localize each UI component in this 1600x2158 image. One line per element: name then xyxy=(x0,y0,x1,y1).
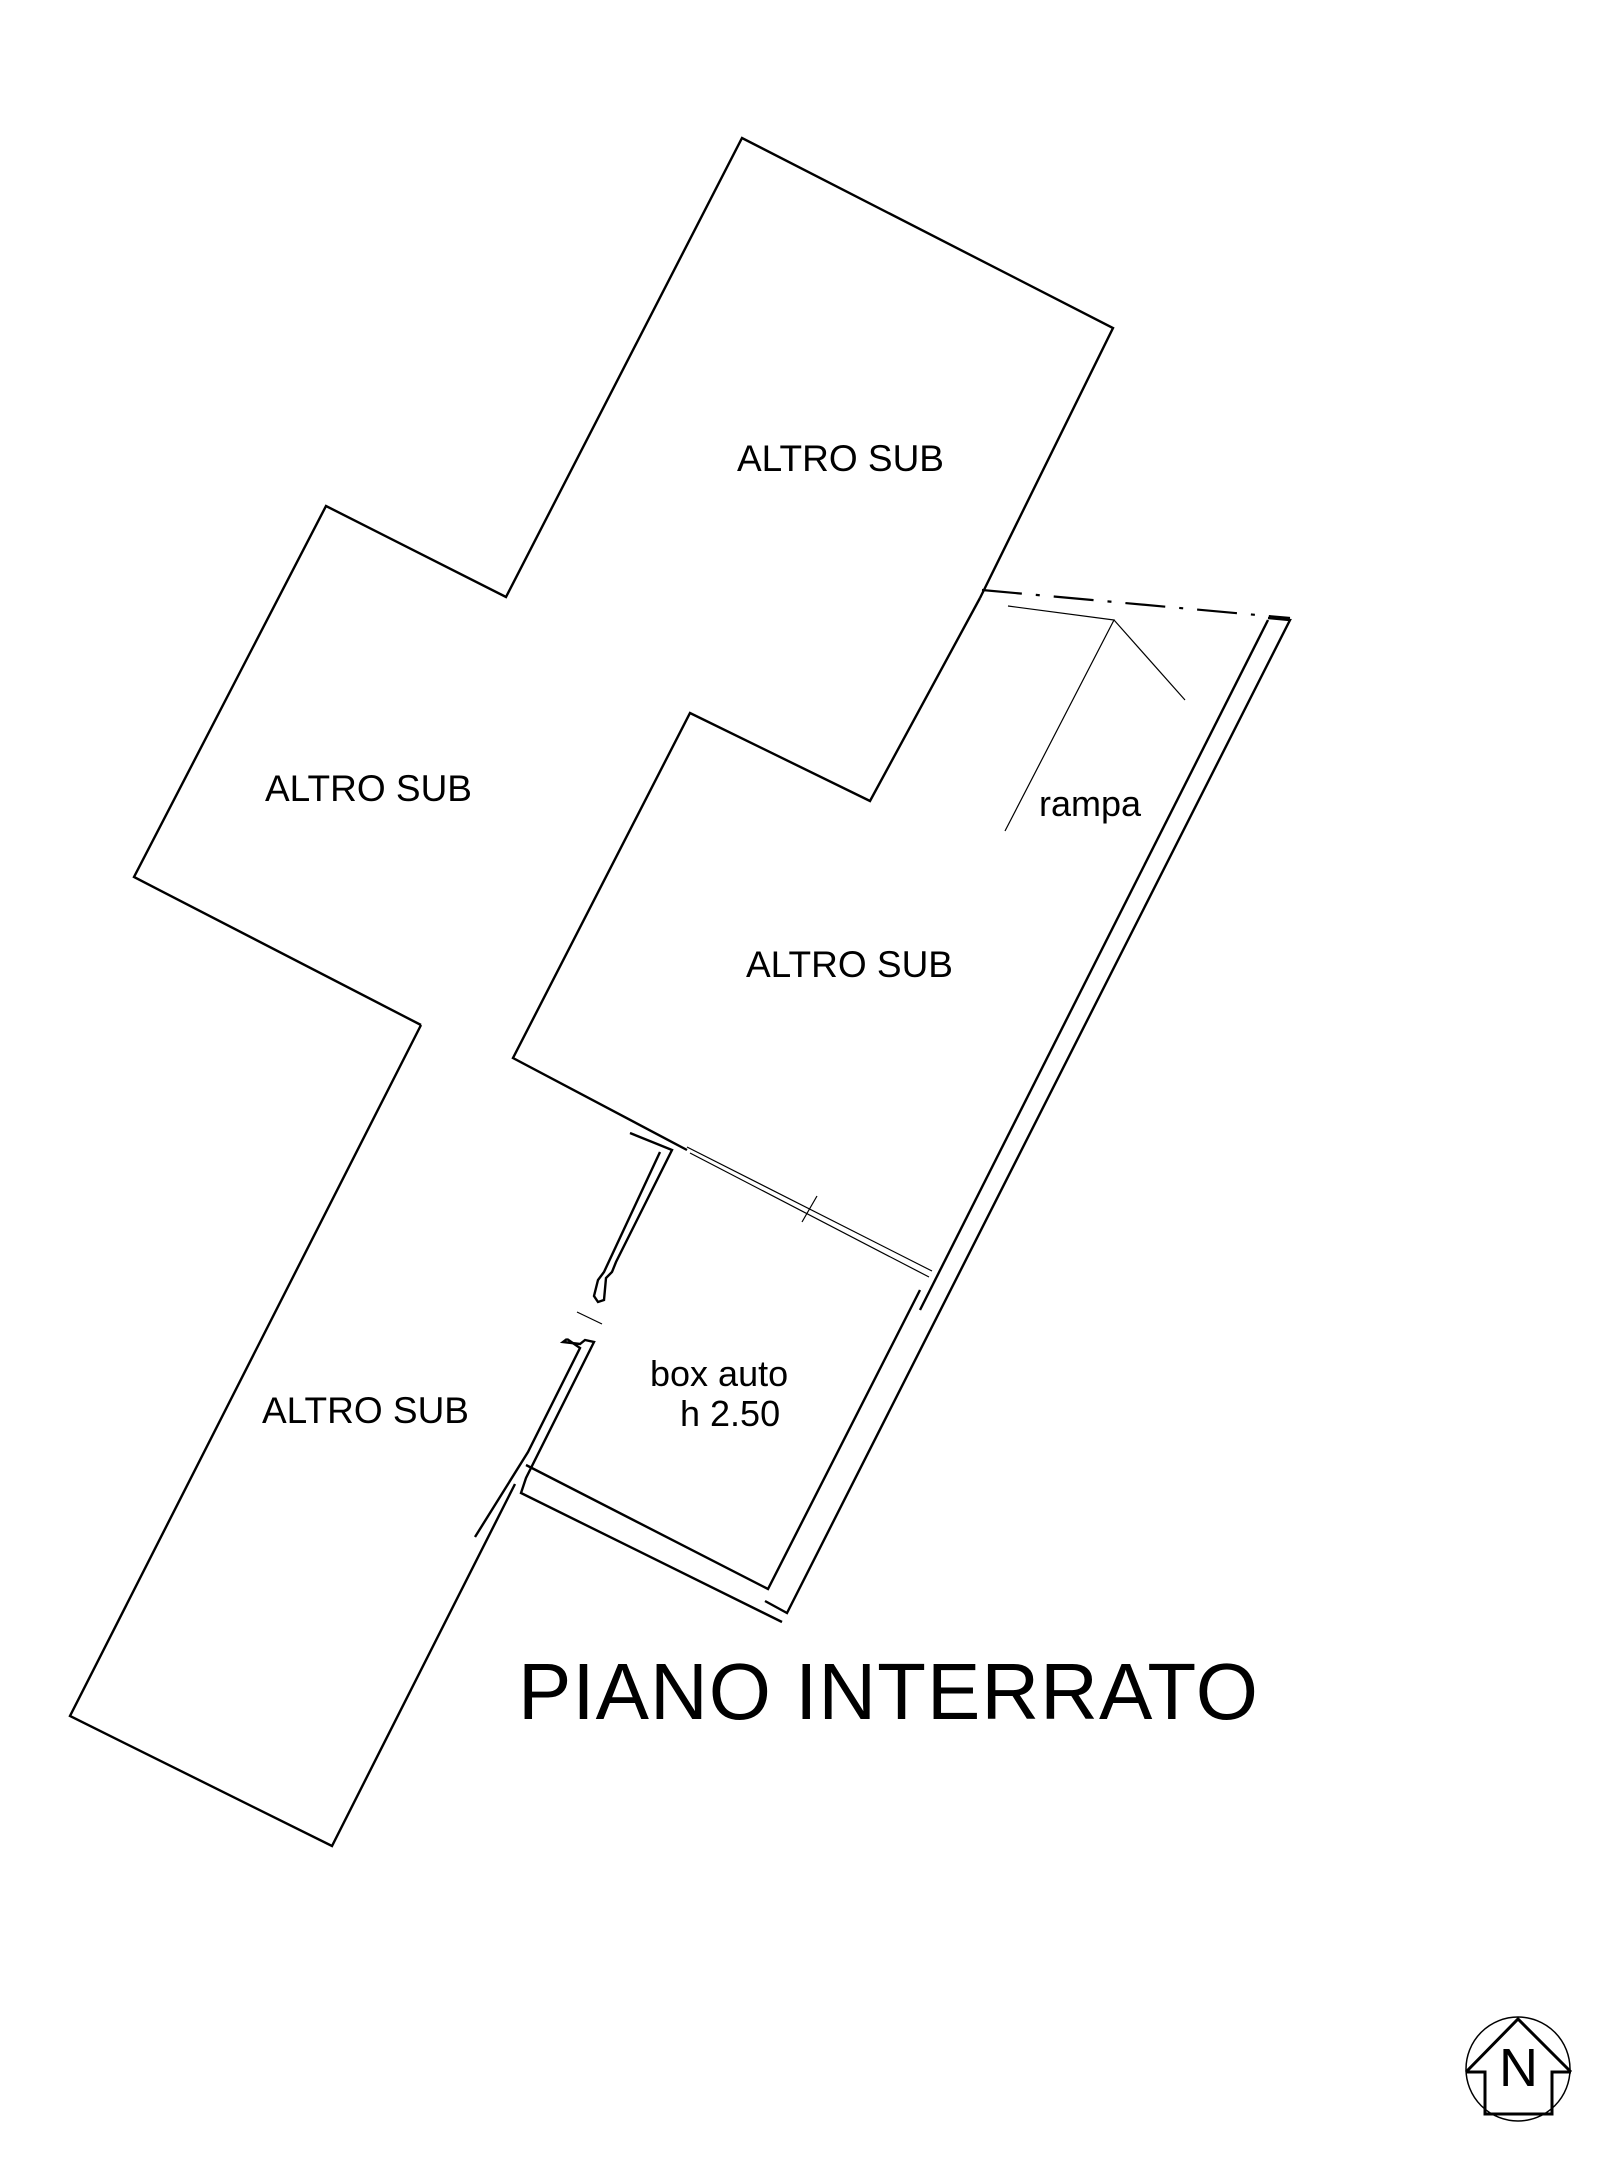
room-label-lower: ALTRO SUB xyxy=(262,1390,469,1431)
garage-partition-b xyxy=(689,1152,930,1278)
garage-height-label: h 2.50 xyxy=(680,1393,781,1434)
room-outline-top xyxy=(132,136,1115,1027)
room-outline-lower-left xyxy=(68,1024,517,1848)
garage-left-wall-inner xyxy=(473,1338,582,1538)
ramp-outer-wall xyxy=(764,616,1292,1615)
north-arrow-letter: N xyxy=(1499,2038,1538,2098)
drawing-title: PIANO INTERRATO xyxy=(518,1647,1260,1736)
garage-label: box auto xyxy=(650,1353,789,1394)
room-label-middle: ALTRO SUB xyxy=(746,944,953,985)
room-outline-middle xyxy=(511,597,982,1152)
room-label-left: ALTRO SUB xyxy=(265,768,472,809)
north-arrow-icon xyxy=(1464,2016,1573,2122)
ramp-label: rampa xyxy=(1039,783,1142,824)
door-swing-mark xyxy=(576,1311,603,1325)
room-label-top: ALTRO SUB xyxy=(737,438,944,479)
partition-tick xyxy=(801,1195,818,1223)
ramp-arrow-head xyxy=(1113,619,1186,701)
garage-left-wall-upper xyxy=(592,1131,674,1304)
garage-left-wall-lower xyxy=(519,1338,783,1624)
ramp-inner-wall xyxy=(918,619,1270,1311)
ramp-edge-line xyxy=(981,588,1291,620)
garage-bottom-wall xyxy=(525,1289,922,1591)
